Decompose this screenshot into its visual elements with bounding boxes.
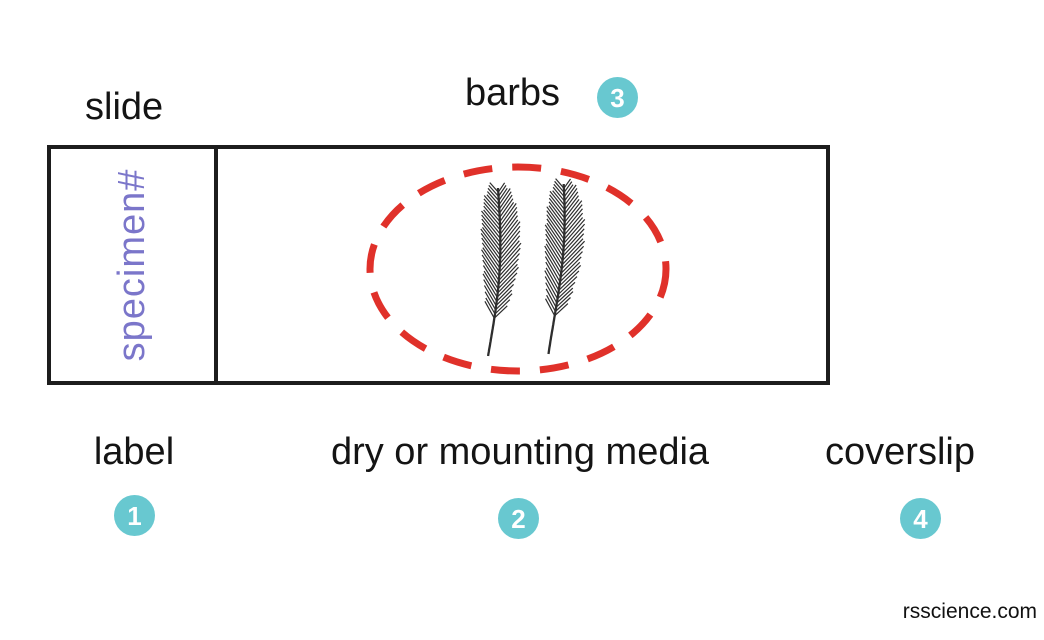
step-badge-4: 4: [900, 498, 941, 539]
label-caption: label: [93, 431, 175, 473]
step-badge-2: 2: [498, 498, 539, 539]
coverslip-caption: coverslip: [825, 431, 975, 473]
step-badge-1: 1: [114, 495, 155, 536]
step-badge-3: 3: [597, 77, 638, 118]
label-area-divider: [214, 149, 218, 381]
barbs-label: barbs: [465, 72, 561, 114]
watermark-text: rsscience.com: [902, 600, 1037, 623]
slide-label: slide: [85, 86, 164, 128]
media-caption: dry or mounting media: [330, 431, 710, 473]
specimen-number-text: specimen#: [111, 168, 153, 362]
microscope-slide-outline: [47, 145, 830, 385]
